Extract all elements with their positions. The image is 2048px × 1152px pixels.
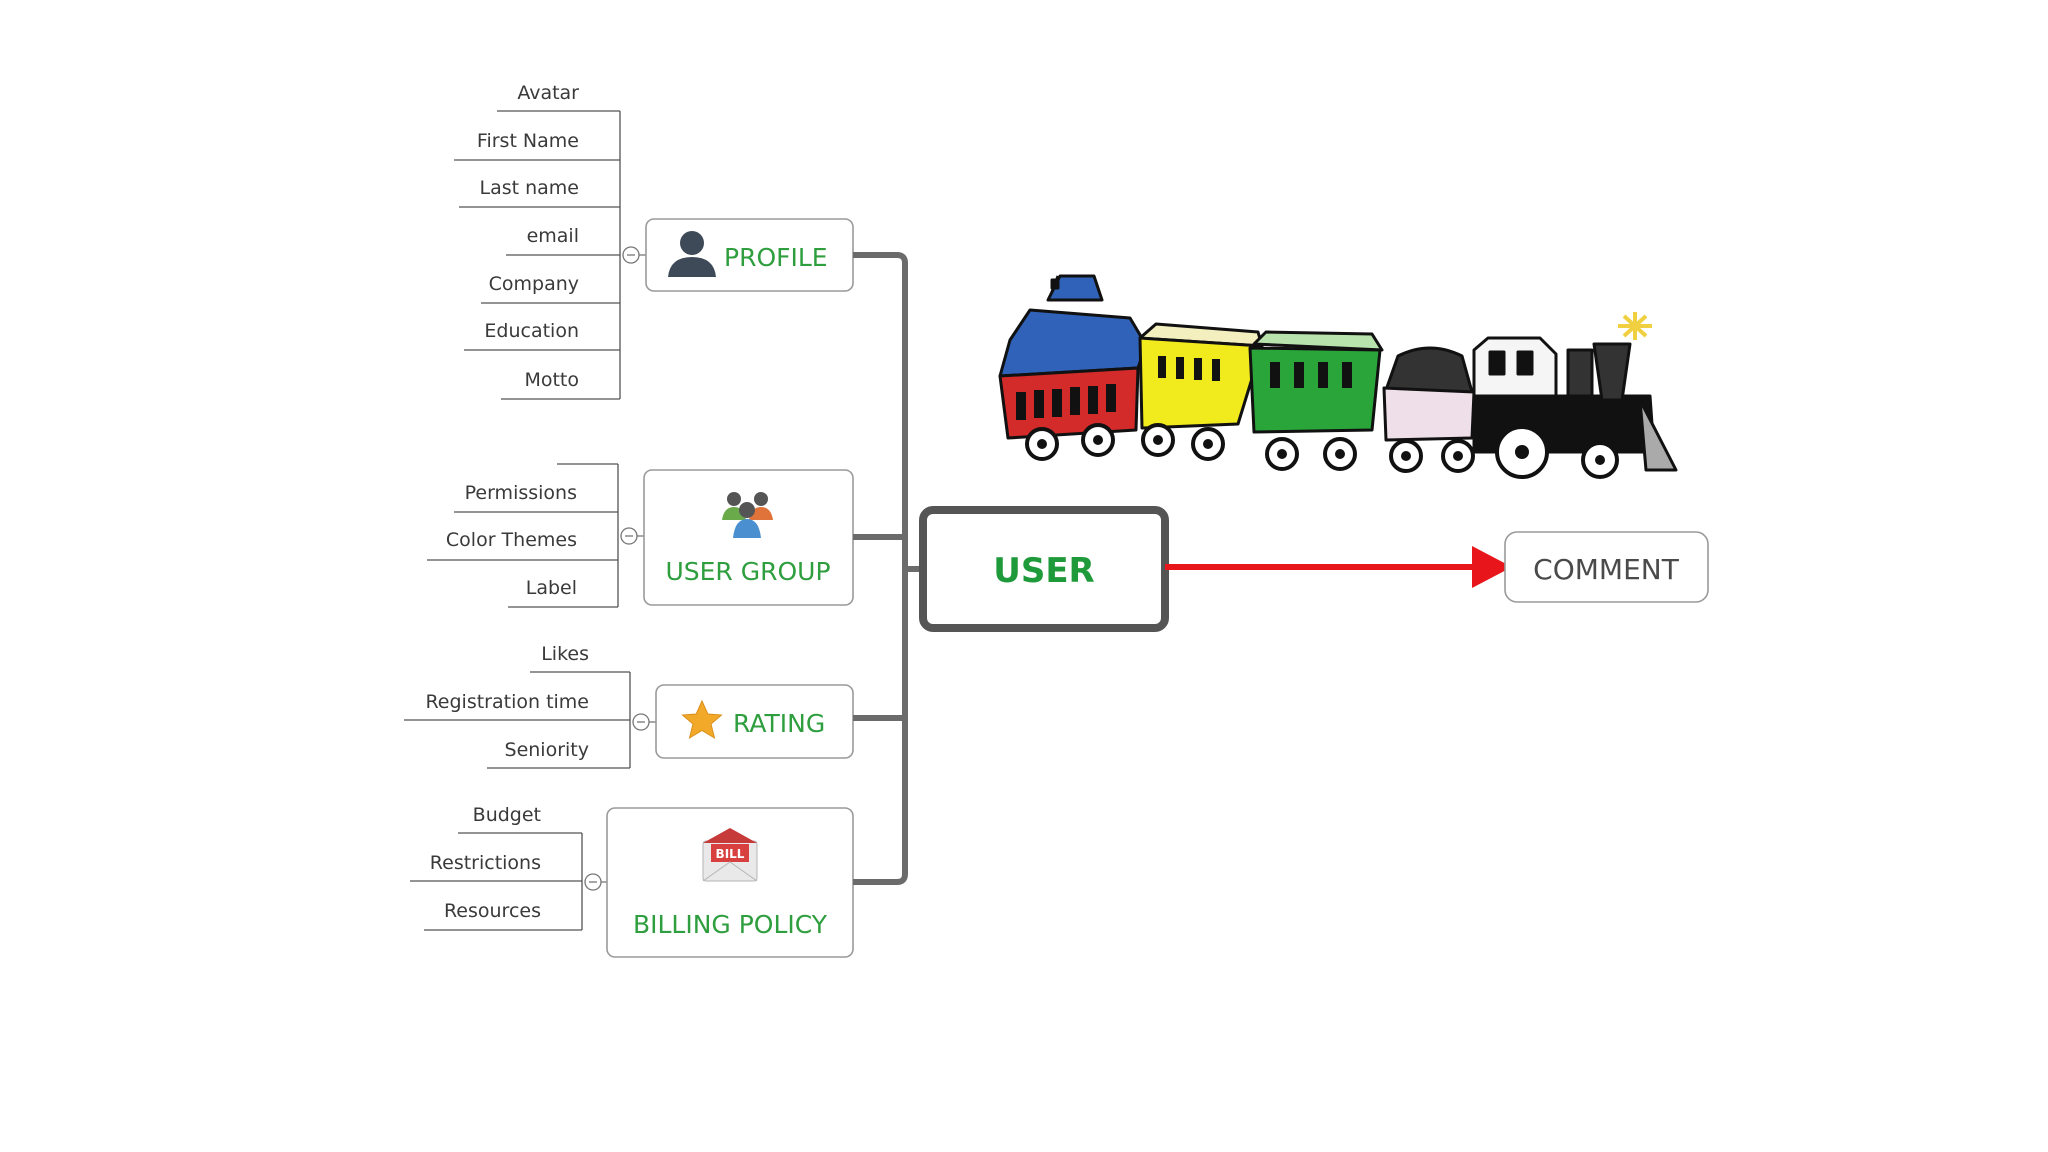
node-label: RATING (733, 709, 825, 738)
leaf-education: Education (484, 320, 579, 342)
node-comment[interactable]: COMMENT (1504, 531, 1709, 603)
node-billing-policy[interactable]: BILL BILLING POLICY (606, 807, 854, 958)
node-profile[interactable]: PROFILE (645, 218, 854, 292)
node-label: USER GROUP (665, 557, 830, 586)
svg-text:BILL: BILL (716, 847, 745, 861)
leaf-color-themes: Color Themes (446, 529, 577, 551)
leaf-motto: Motto (524, 369, 579, 391)
node-label: PROFILE (724, 243, 828, 272)
leaf-first-name: First Name (477, 130, 579, 152)
leaf-last-name: Last name (480, 177, 580, 199)
leaf-likes: Likes (541, 643, 589, 665)
branch-profile: Avatar First Name Last name email Compan… (454, 82, 854, 400)
user-group-icon (722, 492, 773, 538)
leaf-company: Company (489, 273, 579, 295)
leaf-registration-time: Registration time (425, 691, 589, 713)
bill-envelope-icon: BILL (702, 828, 758, 882)
node-rating[interactable]: RATING (655, 684, 854, 759)
root-label: USER (993, 551, 1095, 591)
branch-rating: Likes Registration time Seniority RATING (404, 643, 854, 769)
star-icon (681, 699, 723, 740)
leaf-email: email (527, 225, 579, 247)
leaf-permissions: Permissions (465, 482, 577, 504)
relationship-arrow[interactable] (1165, 546, 1512, 588)
node-user-group[interactable]: USER GROUP (643, 469, 854, 606)
leaf-resources: Resources (444, 900, 541, 922)
comment-label: COMMENT (1533, 553, 1680, 586)
root-connector (853, 252, 923, 885)
branch-user-group: Permissions Color Themes Label USER GROU… (427, 463, 854, 608)
leaf-label: Label (526, 577, 577, 599)
leaf-seniority: Seniority (505, 739, 589, 761)
leaf-restrictions: Restrictions (430, 852, 541, 874)
leaf-avatar: Avatar (517, 82, 579, 104)
leaf-budget: Budget (473, 804, 541, 826)
root-node-user[interactable]: USER (919, 506, 1169, 632)
toy-train-illustration (998, 274, 1678, 479)
branch-billing-policy: Budget Restrictions Resources BILL BILLI… (410, 804, 854, 958)
user-silhouette-icon (668, 231, 716, 277)
node-label: BILLING POLICY (633, 910, 828, 939)
